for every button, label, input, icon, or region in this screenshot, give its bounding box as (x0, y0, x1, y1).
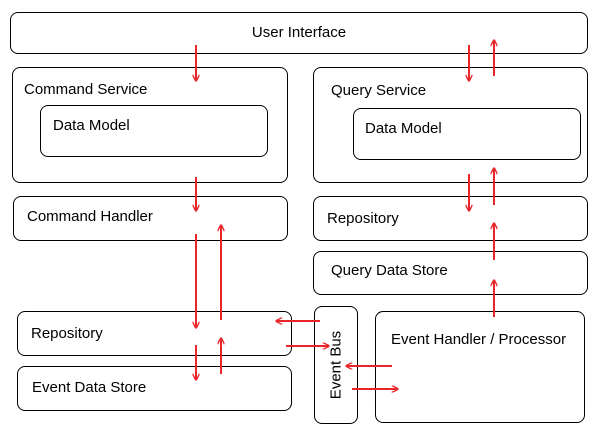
query-data-store-box: Query Data Store (313, 251, 588, 295)
command-data-model-box: Data Model (40, 105, 268, 157)
event-bus-box: Event Bus (314, 306, 358, 424)
command-repository-box: Repository (17, 311, 292, 356)
user-interface-box: User Interface (10, 12, 588, 54)
query-repository-label: Repository (327, 210, 399, 227)
query-service-label: Query Service (331, 82, 427, 99)
query-data-model-label: Data Model (365, 120, 442, 137)
user-interface-label: User Interface (251, 24, 347, 41)
query-repository-box: Repository (313, 196, 588, 241)
query-data-store-label: Query Data Store (331, 262, 448, 279)
command-handler-box: Command Handler (13, 196, 288, 241)
event-data-store-box: Event Data Store (17, 366, 292, 411)
event-data-store-label: Event Data Store (32, 379, 147, 396)
query-data-model-box: Data Model (353, 108, 581, 160)
event-bus-label: Event Bus (327, 330, 345, 400)
command-handler-label: Command Handler (27, 208, 153, 225)
event-handler-label: Event Handler / Processor (391, 331, 567, 348)
command-repository-label: Repository (31, 325, 103, 342)
command-service-label: Command Service (24, 81, 148, 98)
event-handler-box: Event Handler / Processor (375, 311, 585, 423)
command-data-model-label: Data Model (53, 117, 130, 134)
